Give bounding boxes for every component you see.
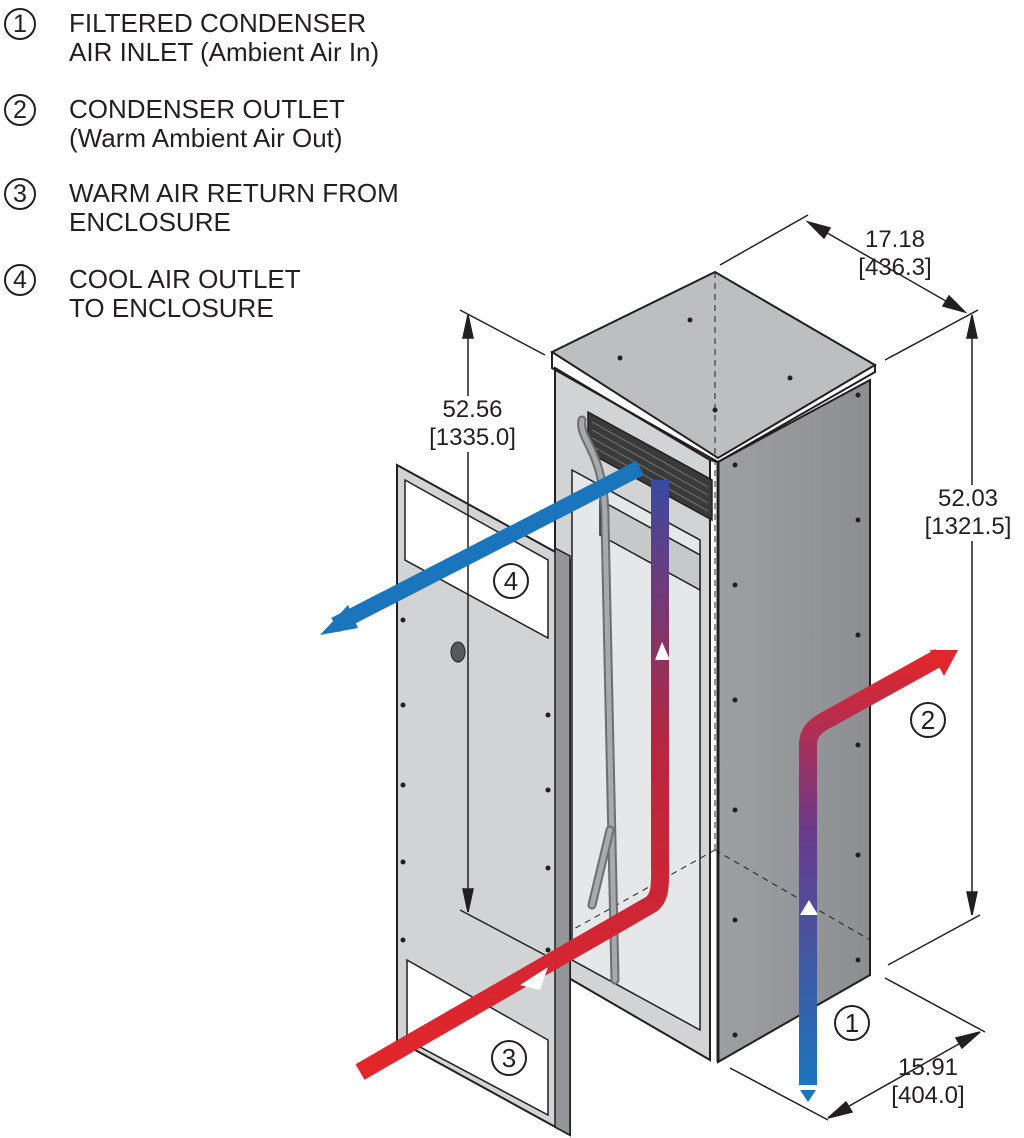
cool-air-outlet-arrow [331,460,644,633]
depth-dimension-label: 17.18 [436.3] [840,226,950,282]
legend-line2-1: AIR INLET (Ambient Air In) [69,37,380,67]
warm-air-return-arrow [355,480,670,1080]
legend-line1-4: COOL AIR OUTLET [69,264,301,294]
door-height-dimension-label: 52.56 [1335.0] [410,396,535,452]
unit-height-inches: 52.03 [937,485,999,512]
callout-4: 4 [493,563,529,599]
legend-number-2: 2 [4,94,36,126]
callout-3: 3 [491,1040,527,1076]
condenser-airflow-arrow [799,649,945,1085]
door-height-mm: [1335.0] [429,424,516,451]
cabinet [549,270,877,1064]
legend-line2-3: ENCLOSURE [69,207,231,237]
depth-inches: 17.18 [864,226,926,253]
legend-line2-4: TO ENCLOSURE [69,293,274,323]
legend-number-1: 1 [4,8,36,40]
callout-2: 2 [910,702,946,738]
width-inches: 15.91 [897,1054,959,1081]
unit-height-mm: [1321.5] [924,513,1012,540]
legend-line1-2: CONDENSER OUTLET [69,94,345,124]
depth-mm: [436.3] [858,254,932,281]
legend-number-4: 4 [4,264,36,296]
width-mm: [404.0] [891,1082,965,1109]
unit-height-dimension-label: 52.03 [1321.5] [912,485,1024,541]
cool-air-arrowhead [320,605,358,635]
width-dimension-label: 15.91 [404.0] [878,1054,978,1110]
legend-line1-1: FILTERED CONDENSER [69,8,367,38]
legend-number-3: 3 [4,178,36,210]
door-height-inches: 52.56 [442,396,503,423]
callout-1: 1 [834,1005,870,1041]
airflow-arrows [320,460,958,1102]
legend-line1-3: WARM AIR RETURN FROM [69,178,399,208]
legend-line2-2: (Warm Ambient Air Out) [69,123,343,153]
